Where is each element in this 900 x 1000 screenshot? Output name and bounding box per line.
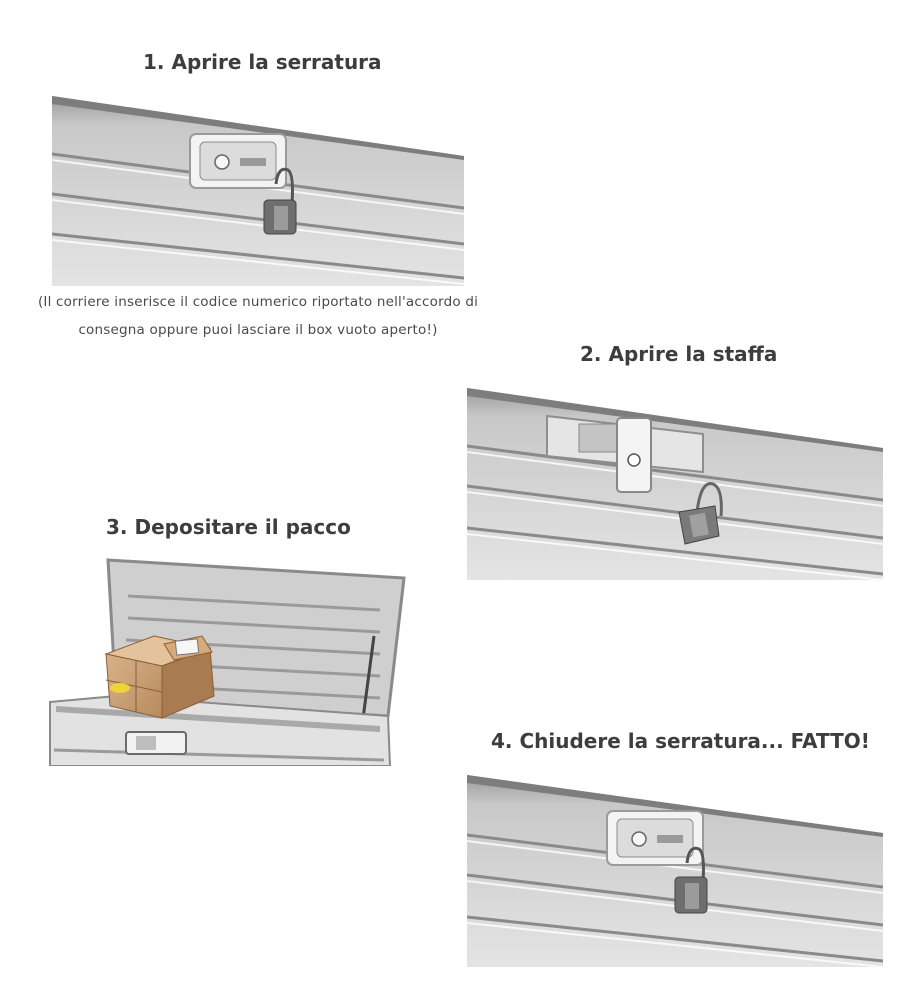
step-1-caption: (Il corriere inserisce il codice numeric… [0, 288, 516, 344]
step-2-title: 2. Aprire la staffa [580, 342, 778, 366]
step-3-title: 3. Depositare il pacco [106, 515, 351, 539]
step-4-title: 4. Chiudere la serratura... FATTO! [491, 729, 870, 753]
caption-line-2: consegna oppure puoi lasciare il box vuo… [78, 322, 438, 338]
caption-line-1: (Il corriere inserisce il codice numeric… [37, 294, 479, 310]
step-1-title: 1. Aprire la serratura [143, 50, 382, 74]
step-1-image [52, 96, 464, 286]
step-2-image [467, 388, 883, 580]
step-4-image [467, 775, 883, 967]
step-3-image [44, 556, 408, 766]
